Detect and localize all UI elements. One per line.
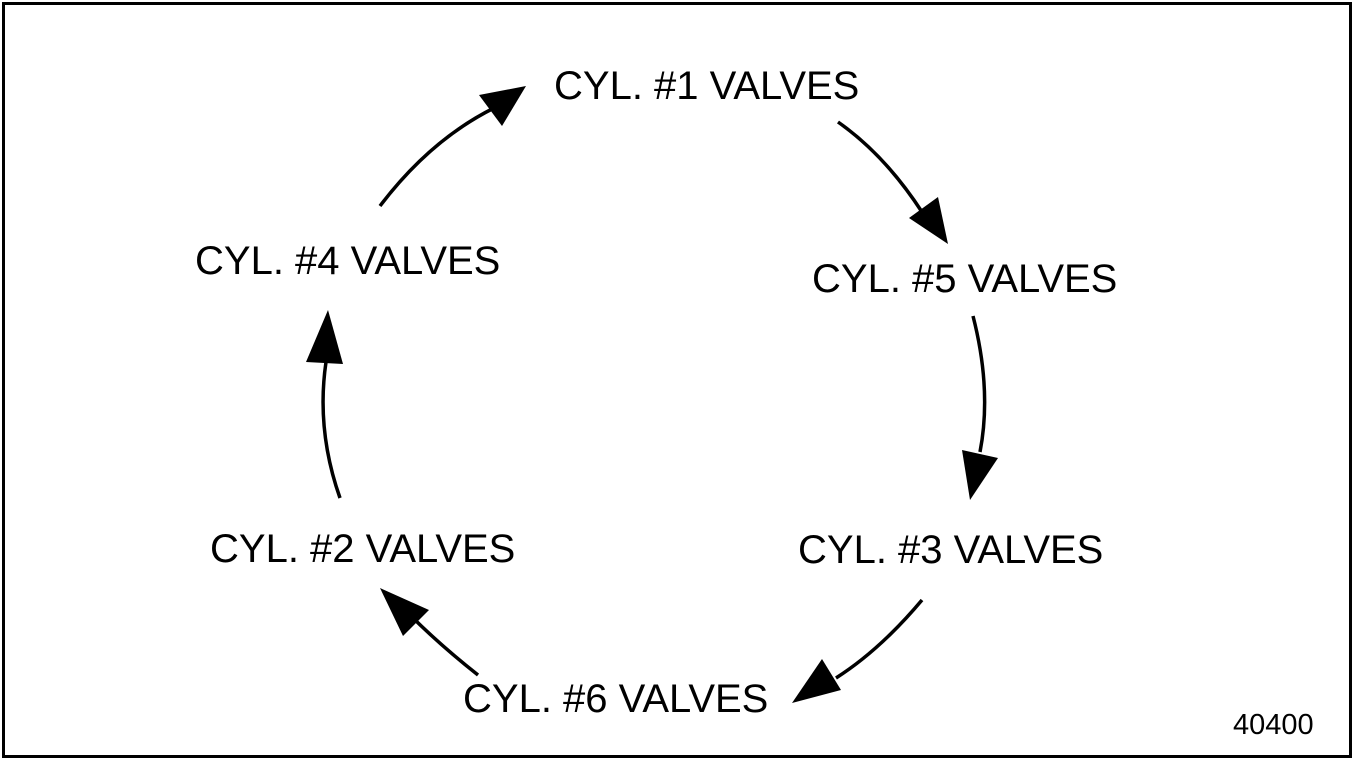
- arrow-cyl3-to-cyl6: [792, 598, 924, 703]
- node-cyl5-valves: CYL. #5 VALVES: [812, 257, 1118, 301]
- node-cyl2-valves: CYL. #2 VALVES: [210, 527, 516, 571]
- arrow-cyl5-to-cyl3: [962, 315, 998, 500]
- node-cyl3-valves: CYL. #3 VALVES: [798, 528, 1104, 572]
- figure-number: 40400: [1233, 709, 1314, 741]
- arrow-cyl6-to-cyl2: [380, 588, 480, 677]
- node-cyl1-valves: CYL. #1 VALVES: [554, 64, 860, 108]
- arrow-cyl1-to-cyl5: [836, 120, 948, 244]
- node-cyl4-valves: CYL. #4 VALVES: [195, 239, 501, 283]
- arrow-cyl2-to-cyl4: [306, 310, 343, 499]
- node-cyl6-valves: CYL. #6 VALVES: [463, 677, 769, 721]
- arrow-cyl4-to-cyl1: [378, 86, 526, 208]
